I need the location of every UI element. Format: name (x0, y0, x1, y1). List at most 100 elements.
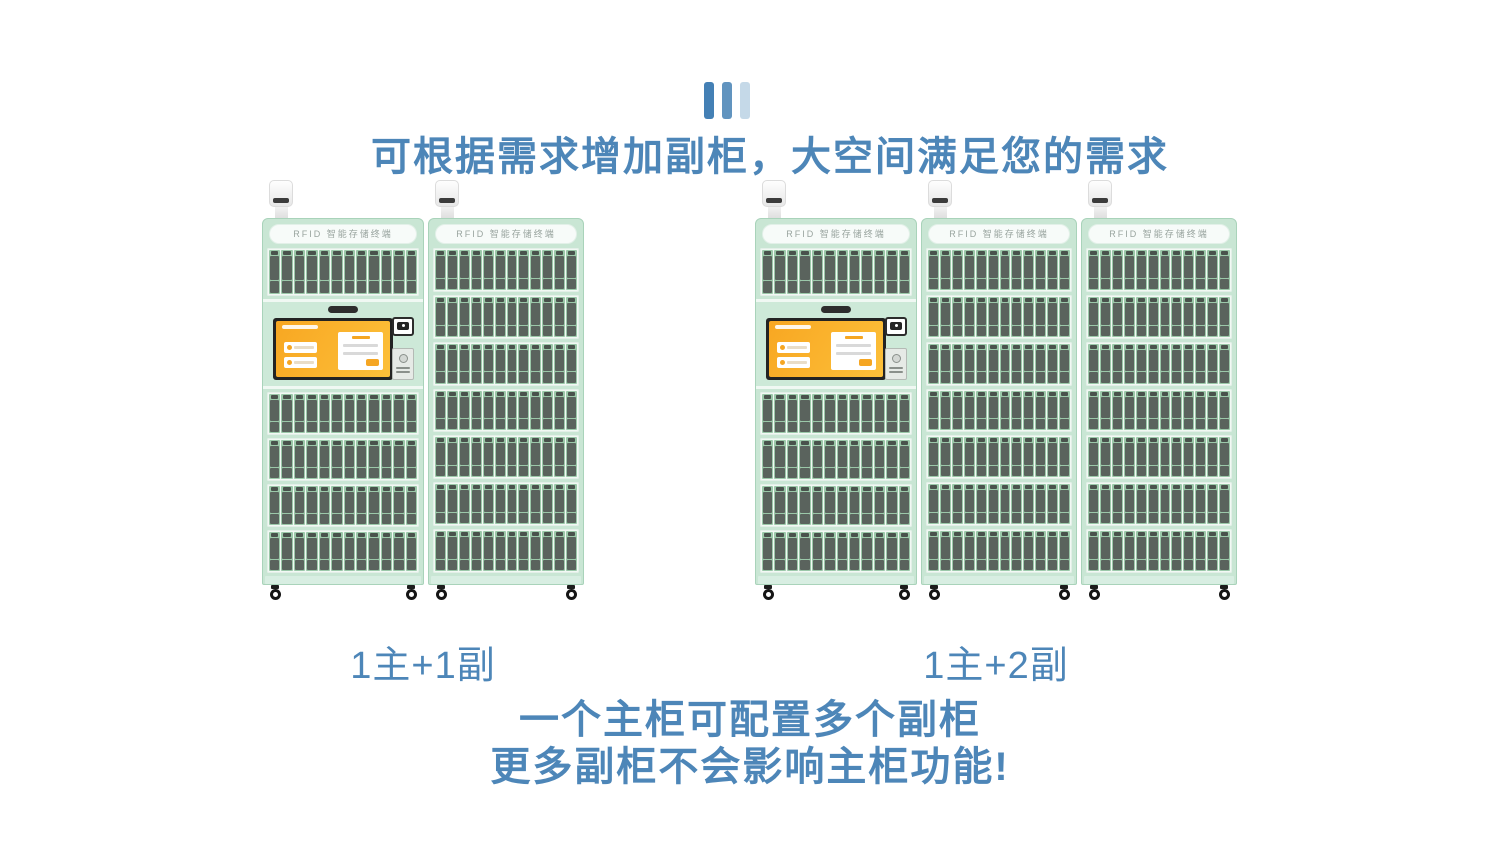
slot-label-chip (484, 485, 492, 490)
slot-label-chip (532, 251, 540, 255)
slot-label-chip (838, 486, 846, 491)
slot-window-lower (1208, 559, 1218, 571)
slot-window-upper (1089, 490, 1098, 512)
slot-row (267, 248, 419, 296)
slot-label-chip (357, 251, 366, 255)
slot-label-chip (1125, 251, 1133, 255)
slot-window-upper (471, 349, 481, 372)
slot-label-chip (1125, 485, 1133, 490)
slot-window-lower (874, 281, 885, 293)
slot-window-lower (940, 466, 950, 477)
slot-window-upper (531, 256, 541, 278)
slot-window-upper (964, 396, 974, 419)
slot-window-upper (1184, 256, 1194, 278)
slot-window-lower (1172, 325, 1182, 336)
slot-window-upper (1100, 349, 1110, 372)
slot-window-upper (1136, 302, 1146, 325)
slot-window-upper (1184, 490, 1194, 512)
storage-slot (566, 531, 578, 572)
slot-label-chip (900, 440, 909, 445)
storage-slot (1059, 390, 1071, 431)
slot-label-chip (965, 251, 973, 255)
slot-window-lower (567, 325, 577, 336)
slot-window-lower (1024, 325, 1034, 336)
slot-window-lower (1220, 512, 1230, 524)
storage-slot (281, 531, 293, 571)
slot-label-chip (568, 391, 576, 396)
slot-label-chip (941, 344, 949, 349)
storage-slot (1088, 390, 1099, 431)
storage-slot (951, 484, 963, 525)
slot-window-upper (1000, 256, 1010, 278)
slot-window-lower (543, 512, 553, 524)
slot-window-lower (1112, 278, 1122, 289)
slot-label-chip (508, 485, 516, 490)
slot-label-chip (788, 532, 797, 537)
storage-slot (886, 531, 898, 571)
slot-label-chip (556, 532, 564, 537)
storage-slot (939, 296, 951, 337)
storage-slot (1195, 296, 1207, 337)
slot-label-chip (283, 532, 291, 537)
storage-slot (269, 250, 281, 294)
storage-slot (963, 250, 975, 290)
slot-window-lower (887, 421, 897, 432)
slot-window-upper (1012, 256, 1022, 278)
slot-window-upper (519, 302, 529, 325)
storage-slot (1011, 531, 1023, 572)
storage-slot (873, 250, 886, 294)
slot-window-upper (567, 490, 577, 512)
storage-slot (1147, 531, 1159, 572)
slot-row (1086, 482, 1232, 527)
slot-label-chip (1161, 344, 1169, 349)
slot-window-lower (1196, 419, 1206, 430)
slot-label-chip (850, 486, 859, 491)
storage-slot (331, 393, 343, 433)
storage-slot (873, 531, 886, 571)
storage-slot (1171, 296, 1183, 337)
slot-window-upper (849, 399, 860, 421)
caster-wheel-icon (565, 585, 577, 601)
caster-wheel-icon (405, 585, 417, 601)
slot-label-chip (437, 251, 444, 255)
slot-window-lower (1089, 325, 1098, 336)
slot-window-lower (344, 281, 354, 293)
slot-window-upper (531, 396, 541, 419)
slot-label-chip (953, 344, 961, 349)
slot-window-upper (1100, 256, 1110, 278)
storage-slot (1207, 531, 1219, 572)
storage-slot (861, 439, 873, 479)
slot-window-upper (787, 537, 798, 560)
slot-window-lower (940, 325, 950, 336)
storage-slot (999, 296, 1011, 337)
slot-label-chip (1113, 532, 1121, 537)
slot-row (926, 435, 1072, 480)
storage-slot (368, 250, 380, 294)
slot-window-upper (483, 396, 493, 419)
slot-window-lower (1136, 278, 1146, 289)
slot-row (760, 391, 912, 435)
slot-window-upper (887, 445, 897, 467)
slot-window-lower (763, 281, 773, 293)
storage-slot (380, 439, 393, 479)
slot-window-lower (1136, 512, 1146, 524)
slot-window-lower (270, 421, 280, 432)
screen-ui-button (777, 356, 810, 368)
slot-window-upper (507, 490, 517, 512)
storage-slot (1171, 343, 1183, 384)
slot-label-chip (295, 440, 304, 445)
storage-slot (1123, 390, 1135, 431)
slot-window-upper (988, 537, 998, 559)
slot-window-lower (319, 421, 330, 432)
slot-label-chip (568, 532, 576, 537)
slot-label-chip (1185, 438, 1193, 443)
camera-lens-band (766, 198, 782, 203)
slot-window-lower (1160, 278, 1170, 289)
slot-window-lower (1136, 325, 1146, 336)
slot-window-upper (356, 256, 367, 281)
camera-lens-band (1092, 198, 1108, 203)
slot-window-upper (507, 256, 517, 278)
storage-slot (975, 484, 987, 525)
slot-window-lower (775, 514, 785, 524)
storage-slot (1111, 250, 1123, 290)
